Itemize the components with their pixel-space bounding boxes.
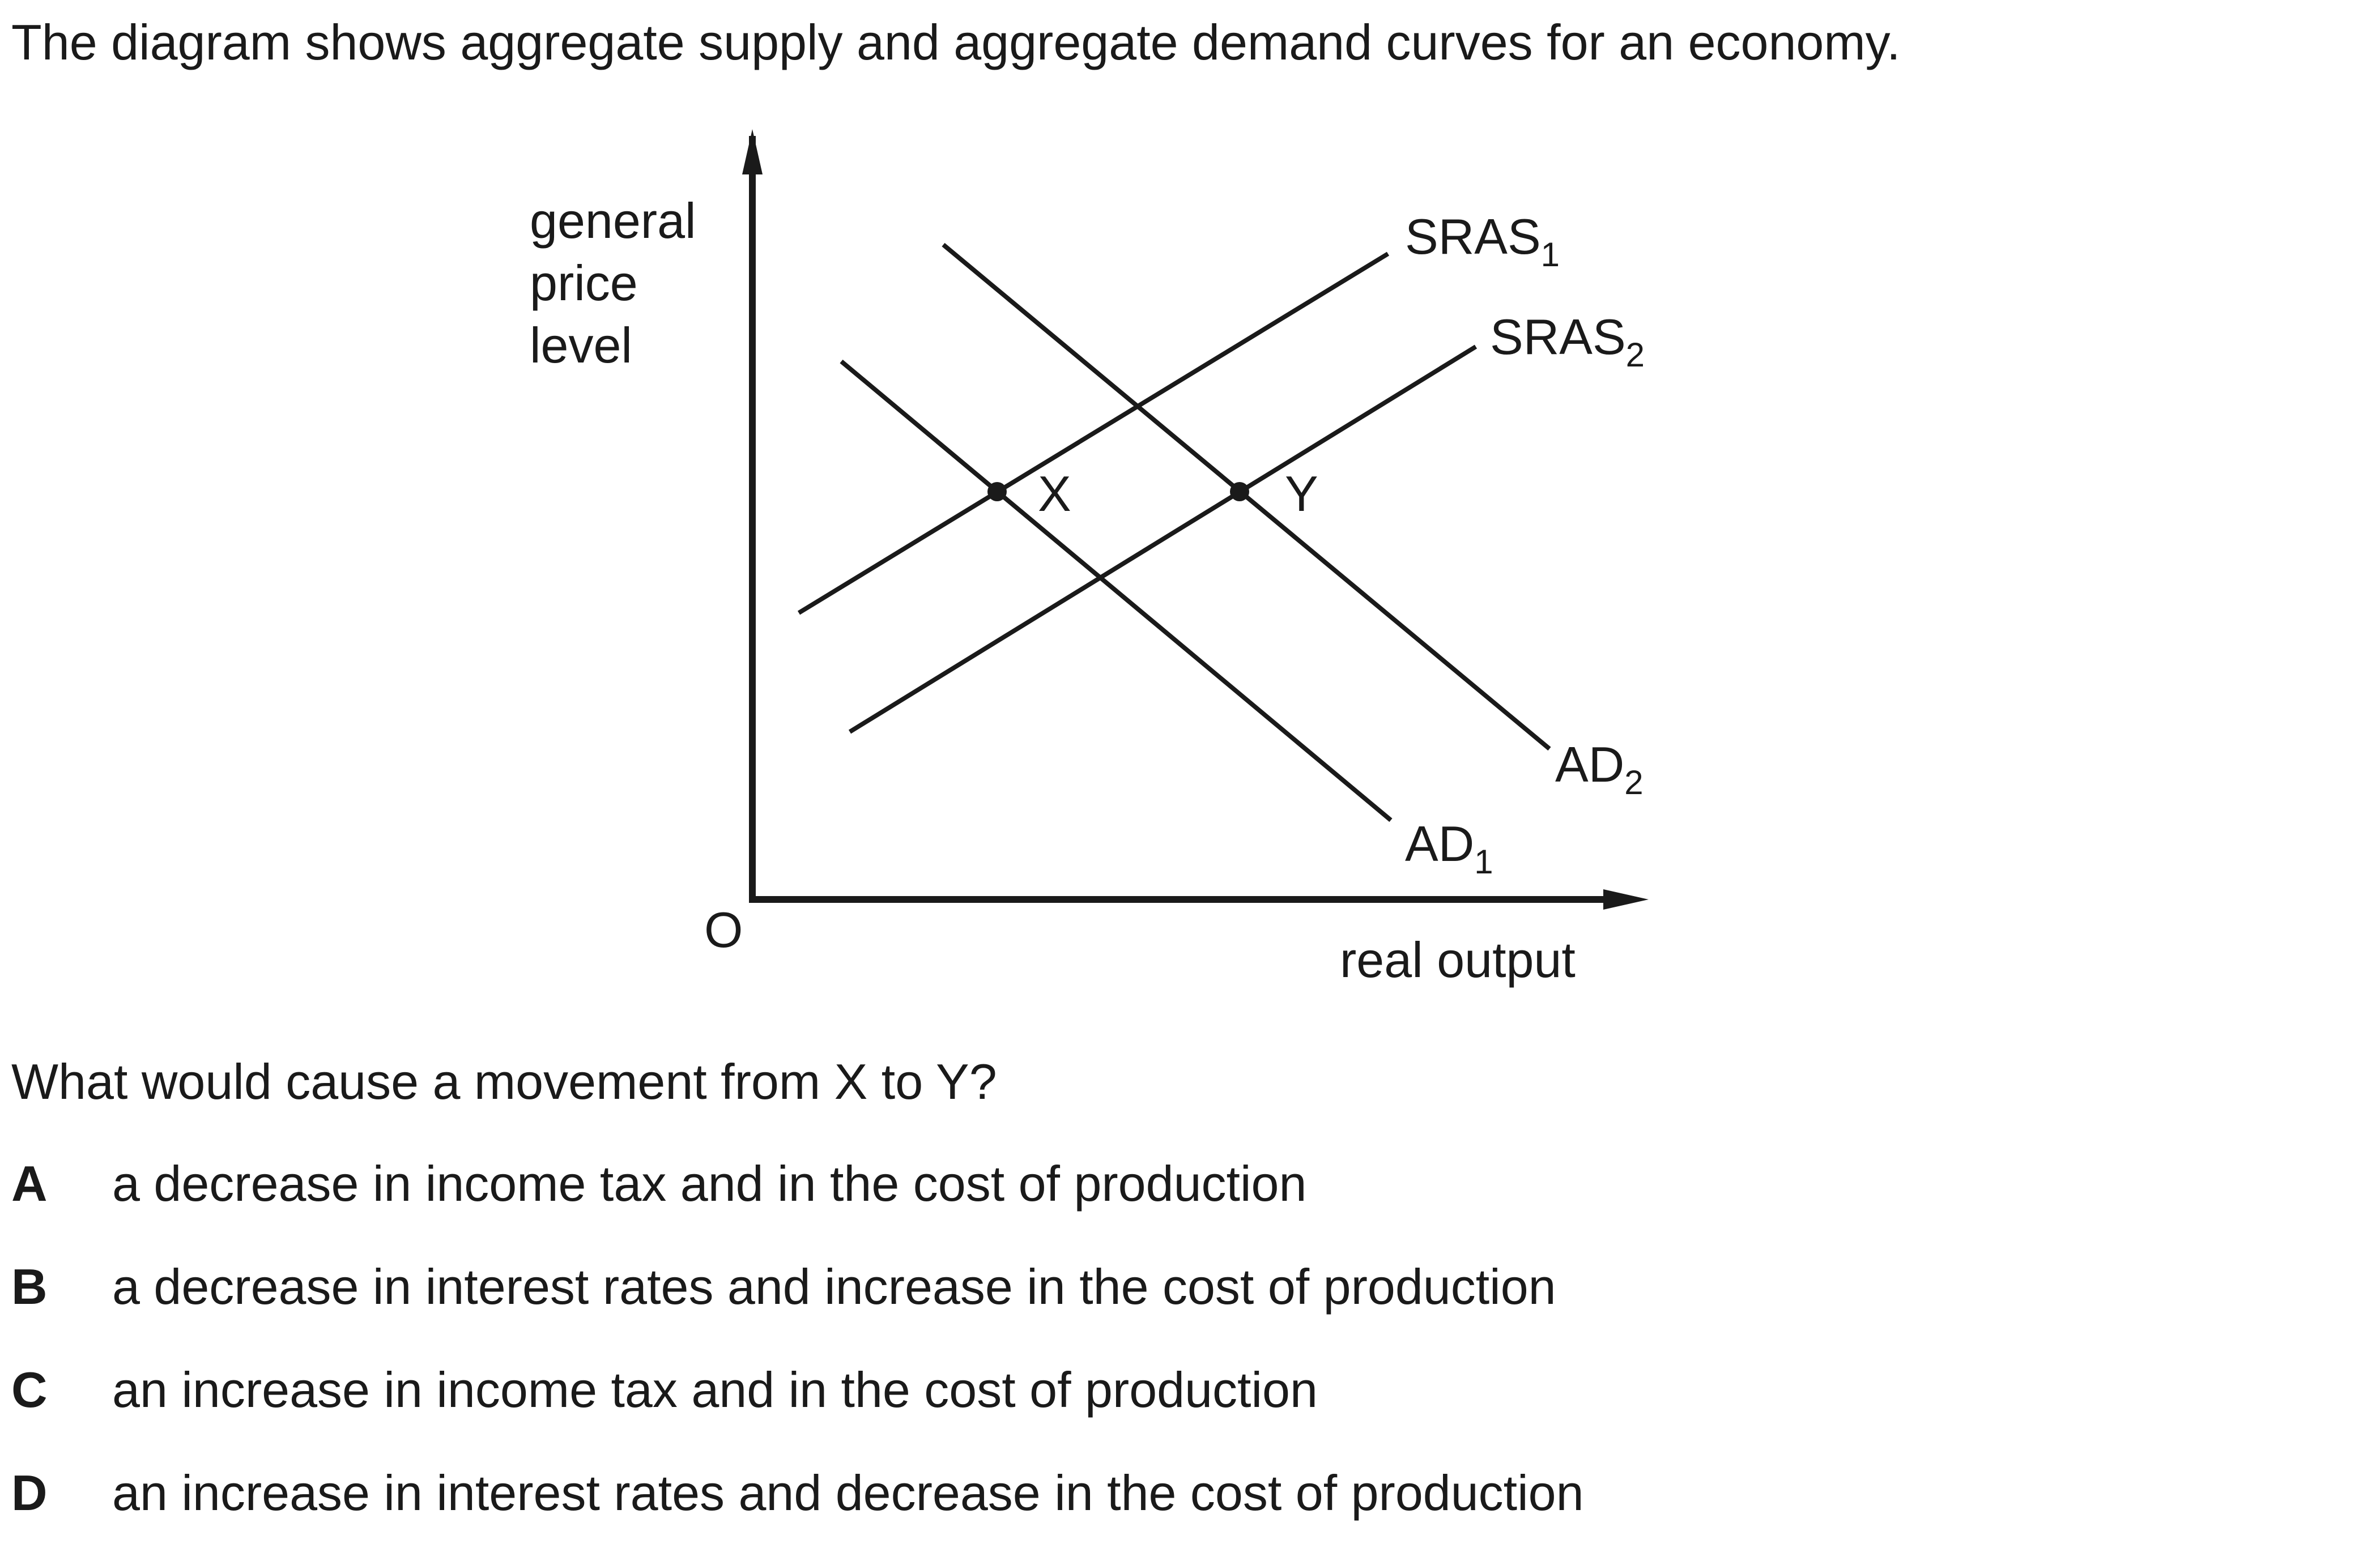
option-a-text: a decrease in income tax and in the cost… [112, 1155, 1307, 1212]
intro-text: The diagram shows aggregate supply and a… [11, 14, 1901, 70]
x-axis-label: real output [1340, 932, 1576, 988]
answer-options: A a decrease in income tax and in the co… [11, 1153, 2277, 1565]
y-axis-label-line-1: general [530, 193, 696, 249]
ad2-label: AD2 [1555, 736, 1644, 801]
point-x-marker [987, 482, 1007, 501]
option-c-text: an increase in income tax and in the cos… [112, 1362, 1318, 1418]
option-d-text: an increase in interest rates and decrea… [112, 1465, 1584, 1521]
sras1-curve [797, 251, 1390, 615]
option-a[interactable]: A a decrease in income tax and in the co… [11, 1153, 2277, 1256]
sras2-curve [848, 344, 1478, 734]
option-c-letter: C [11, 1362, 48, 1418]
sras1-label: SRAS1 [1405, 208, 1560, 274]
option-d[interactable]: D an increase in interest rates and decr… [11, 1462, 2277, 1565]
y-axis-label-line-3: level [530, 317, 632, 373]
ad1-curve [840, 359, 1393, 822]
y-axis-arrow [742, 129, 763, 174]
point-y-label: Y [1285, 466, 1318, 522]
point-y-marker [1230, 482, 1249, 501]
option-c[interactable]: C an increase in income tax and in the c… [11, 1359, 2277, 1462]
option-b-text: a decrease in interest rates and increas… [112, 1259, 1556, 1315]
sras2-label: SRAS2 [1490, 309, 1645, 374]
option-b[interactable]: B a decrease in interest rates and incre… [11, 1256, 2277, 1359]
y-axis-label-line-2: price [530, 255, 638, 311]
x-axis-arrow [1603, 889, 1649, 910]
option-a-letter: A [11, 1155, 48, 1212]
ad1-label: AD1 [1405, 816, 1493, 881]
option-b-letter: B [11, 1259, 48, 1315]
point-x-label: X [1038, 466, 1071, 522]
option-d-letter: D [11, 1465, 48, 1521]
question-text: What would cause a movement from X to Y? [11, 1054, 997, 1110]
origin-label: O [704, 902, 743, 958]
